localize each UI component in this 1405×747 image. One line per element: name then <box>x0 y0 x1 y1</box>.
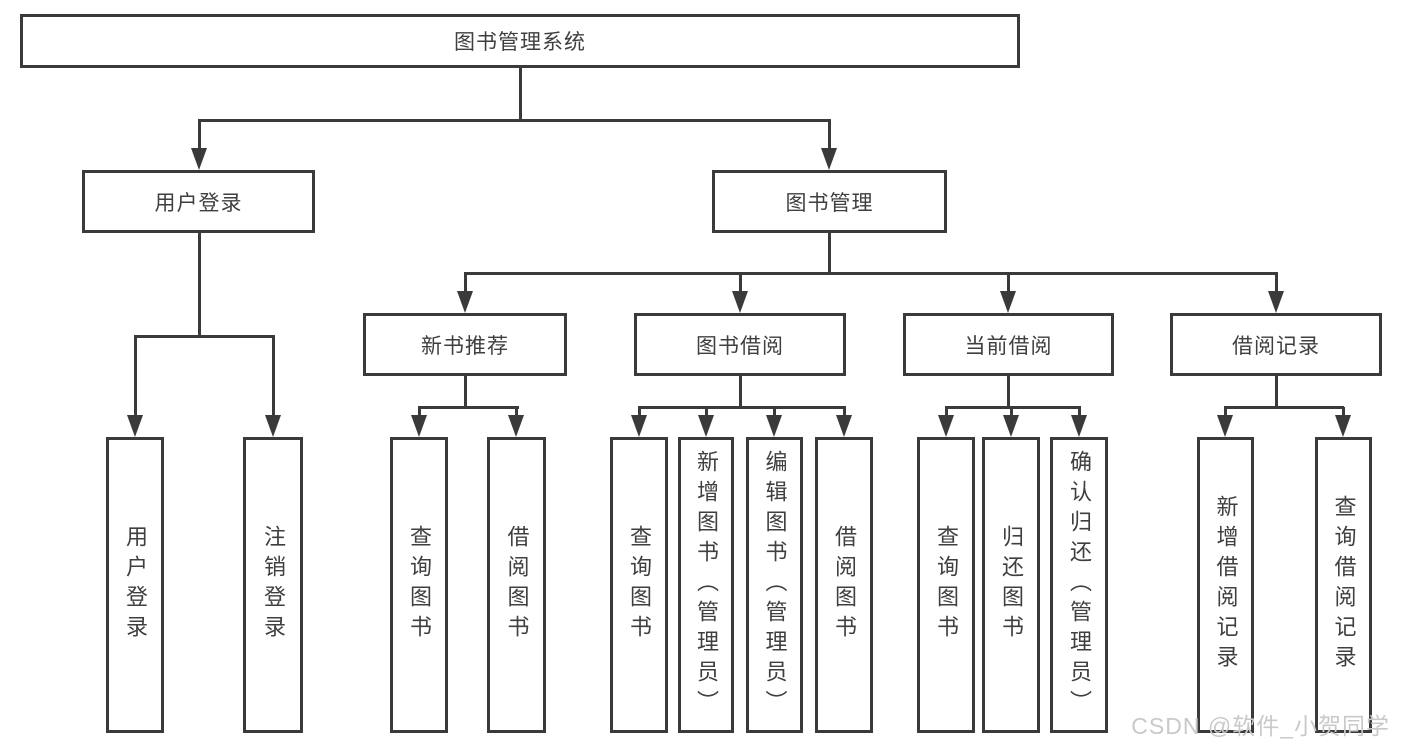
connector-drop <box>637 407 641 417</box>
node-current-borrowing: 当前借阅 <box>903 313 1114 376</box>
connector-userlogin-stub <box>197 232 201 336</box>
leaf-label: 注销登录 <box>261 525 286 645</box>
arrowhead-leaf <box>698 415 714 437</box>
connector-drop <box>944 407 948 417</box>
connector-drop-leaf-login <box>133 336 137 419</box>
csdn-watermark: CSDN @软件_小贺同学 <box>1131 713 1390 739</box>
arrowhead-borrowing <box>732 291 748 313</box>
leaf-user-login: 用户登录 <box>106 437 164 733</box>
leaf-add-books-admin: 新增图书（管理员） <box>678 437 734 733</box>
leaf-label: 用户登录 <box>123 525 148 645</box>
leaf-label: 查询借阅记录 <box>1331 495 1357 675</box>
arrowhead-leaf <box>631 415 647 437</box>
connector-recommend-rail <box>417 405 519 409</box>
connector-drop <box>842 407 846 417</box>
connector-drop <box>704 407 708 417</box>
leaf-label: 借阅图书 <box>832 525 857 645</box>
leaf-label: 新增借阅记录 <box>1213 495 1239 675</box>
arrowhead-leaf <box>508 415 524 437</box>
connector-borrowing-stub <box>738 376 742 407</box>
leaf-label: 归还图书 <box>999 525 1024 645</box>
arrowhead-leaf <box>1217 415 1233 437</box>
node-new-book-recommendation: 新书推荐 <box>363 313 567 376</box>
connector-level3-rail <box>463 271 1278 275</box>
connector-drop-user-login <box>197 120 201 150</box>
leaf-label: 借阅图书 <box>504 525 530 645</box>
arrowhead-leaf <box>836 415 852 437</box>
connector-drop <box>1224 407 1227 417</box>
leaf-label: 查询图书 <box>407 525 432 645</box>
leaf-add-borrow-record: 新增借阅记录 <box>1197 437 1254 733</box>
leaf-logout: 注销登录 <box>243 437 303 733</box>
connector-current-rail <box>944 405 1081 409</box>
connector-drop <box>1009 407 1013 417</box>
leaf-confirm-return-admin: 确认归还（管理员） <box>1050 437 1108 733</box>
connector-drop <box>1077 407 1081 417</box>
connector-drop-records <box>1274 273 1278 291</box>
node-user-login: 用户登录 <box>82 170 315 233</box>
leaf-query-books-current: 查询图书 <box>917 437 975 733</box>
connector-current-stub <box>1007 376 1010 407</box>
leaf-label: 查询图书 <box>627 525 652 645</box>
node-book-management: 图书管理 <box>712 170 947 233</box>
connector-bookmgmt-stub <box>827 232 831 274</box>
connector-records-stub <box>1274 376 1278 407</box>
connector-drop-leaf-logout <box>271 336 275 419</box>
connector-drop <box>772 407 776 417</box>
connector-userlogin-rail <box>133 334 275 338</box>
arrowhead-leaf <box>766 415 782 437</box>
leaf-return-books: 归还图书 <box>982 437 1040 733</box>
leaf-label: 确认归还（管理员） <box>1067 450 1092 720</box>
arrowhead-leaf-logout <box>265 415 281 437</box>
leaf-edit-books-admin: 编辑图书（管理员） <box>746 437 803 733</box>
leaf-label: 查询图书 <box>934 525 959 645</box>
connector-level1-rail <box>197 118 831 122</box>
leaf-borrow-books: 借阅图书 <box>815 437 873 733</box>
connector-root-stub <box>518 66 522 120</box>
connector-borrowing-rail <box>637 405 846 409</box>
leaf-query-borrow-record: 查询借阅记录 <box>1315 437 1372 733</box>
leaf-label: 编辑图书（管理员） <box>762 450 788 720</box>
connector-drop-book-management <box>827 120 831 150</box>
connector-drop <box>417 407 421 417</box>
arrowhead-leaf <box>1003 415 1019 437</box>
arrowhead-current <box>1000 291 1016 313</box>
connector-drop-current <box>1006 273 1010 291</box>
node-book-borrowing: 图书借阅 <box>634 313 846 376</box>
connector-drop-borrowing <box>738 273 742 291</box>
connector-records-rail <box>1224 405 1344 409</box>
node-borrowing-records: 借阅记录 <box>1170 313 1382 376</box>
leaf-borrow-books-recommend: 借阅图书 <box>487 437 546 733</box>
arrowhead-leaf <box>938 415 954 437</box>
leaf-label: 新增图书（管理员） <box>694 450 719 720</box>
node-library-system: 图书管理系统 <box>20 14 1020 68</box>
arrowhead-leaf <box>1071 415 1087 437</box>
arrowhead-leaf-login <box>127 415 143 437</box>
connector-drop <box>515 407 518 417</box>
connector-drop-recommend <box>463 273 467 291</box>
arrowhead-leaf <box>1335 415 1351 437</box>
arrowhead-recommend <box>457 291 473 313</box>
arrowhead-book-management <box>821 148 837 170</box>
connector-drop <box>1342 407 1345 417</box>
arrowhead-records <box>1268 291 1284 313</box>
arrowhead-leaf <box>411 415 427 437</box>
connector-recommend-stub <box>463 376 467 407</box>
leaf-query-books-borrowing: 查询图书 <box>610 437 668 733</box>
leaf-query-books-recommend: 查询图书 <box>390 437 448 733</box>
arrowhead-user-login <box>191 148 207 170</box>
